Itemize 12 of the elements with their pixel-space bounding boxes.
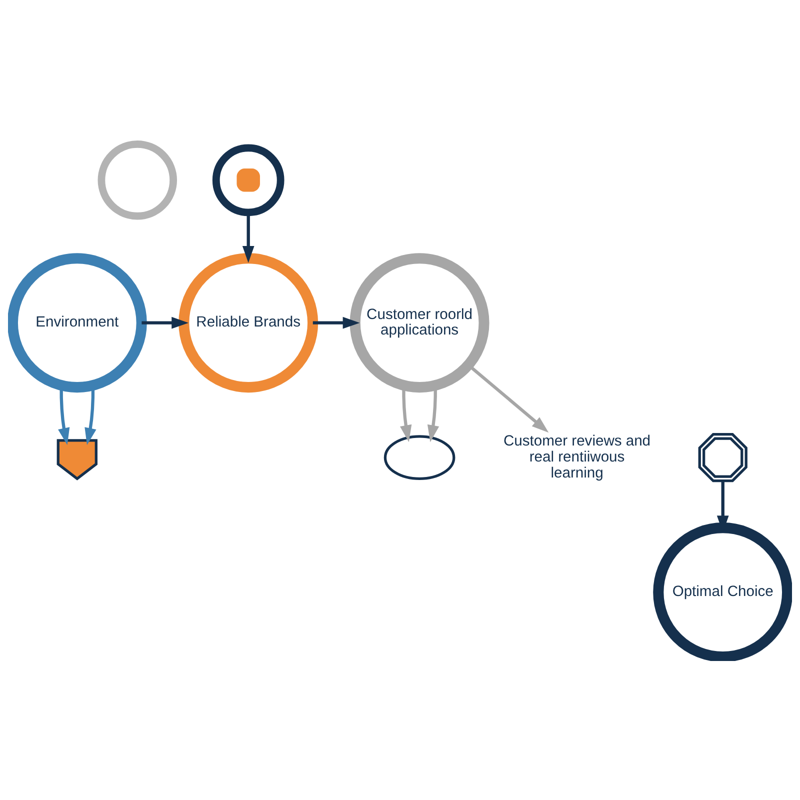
node-circle: Environment	[8, 252, 147, 392]
arrow	[142, 316, 189, 328]
node-shield	[56, 438, 98, 480]
node-text: Customer reviews and real rentiiwous learning	[503, 433, 651, 481]
arrow	[312, 316, 360, 328]
node-circle: Customer roorld applications	[350, 252, 490, 392]
node-circle: Reliable Brands	[178, 252, 318, 392]
node-circle	[212, 144, 284, 216]
node-circle	[98, 140, 178, 220]
node-cloud	[384, 434, 456, 480]
node-circle: Optimal Choice	[653, 522, 792, 660]
node-gear	[698, 432, 748, 482]
